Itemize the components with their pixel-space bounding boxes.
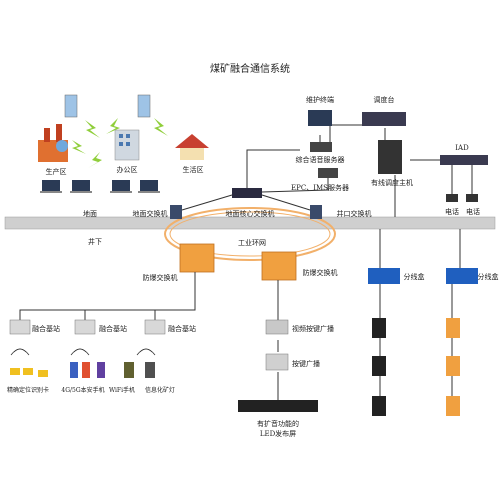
- base-station-label-1: 融合基站: [32, 324, 60, 333]
- shaft-switch-icon: [310, 205, 322, 219]
- video-broadcast-icon: [265, 319, 289, 335]
- explosion-switch-label-2: 防爆交换机: [303, 268, 338, 277]
- base-station-icon-3: [144, 319, 166, 335]
- wireless-links: [72, 118, 168, 168]
- explosion-switch-icon-1: [179, 243, 215, 273]
- ground-switch-icon: [170, 205, 182, 219]
- led-label-line1: 有扩音功能的: [257, 419, 299, 428]
- ground-switch-label: 地面交换机: [133, 209, 168, 218]
- core-links: [181, 124, 473, 217]
- device-label-lamp: 信息化矿灯: [145, 386, 175, 394]
- ground-band: [4, 216, 496, 230]
- epc-server-icon: [318, 168, 338, 178]
- underground-orange-phones: [446, 318, 460, 416]
- junction-box-label-1: 分线盒: [404, 272, 425, 281]
- base-station-links: [19, 229, 461, 400]
- phone-label-1: 电话: [445, 207, 459, 216]
- base-station-icon-1: [9, 319, 31, 335]
- iad-icon: [440, 155, 488, 165]
- voice-server-icon: [310, 142, 332, 152]
- dispatch-host-label: 有线调度主机: [371, 178, 413, 187]
- dispatch-host-icon: [378, 140, 402, 174]
- explosion-switch-icon-2: [261, 251, 297, 281]
- key-broadcast-icon: [265, 353, 289, 371]
- junction-box-label-2: 分线盒: [478, 272, 499, 281]
- ground-label: 地面: [83, 209, 97, 218]
- diagram-title: 煤矿融合通信系统: [210, 62, 290, 75]
- device-label-phone: 4G/5G本安手机: [61, 386, 104, 394]
- dispatch-desk-label: 调度台: [374, 95, 395, 104]
- zone-label-production: 生产区: [46, 167, 67, 176]
- locator-card-icon: [10, 368, 20, 375]
- device-label-wifi: WiFi手机: [109, 386, 135, 394]
- explosion-phone-icon: [372, 318, 386, 338]
- shaft-switch-label: 井口交换机: [337, 209, 372, 218]
- video-broadcast-label: 视频按键广播: [292, 324, 334, 333]
- underground-black-phones: [372, 318, 386, 416]
- antenna-tower-2: [137, 94, 151, 118]
- zone-label-office: 办公区: [117, 165, 138, 174]
- explosion-switch-label-1: 防爆交换机: [143, 273, 178, 282]
- base-station-label-2: 融合基站: [99, 324, 127, 333]
- house-icon: [175, 134, 209, 148]
- iad-label: IAD: [455, 144, 469, 152]
- phone-4g5g-icon: [70, 362, 78, 378]
- led-label-line2: LED发布屏: [260, 429, 296, 438]
- wifi-phone-icon: [97, 362, 105, 378]
- dispatch-desk-icon: [362, 112, 406, 126]
- phone-label-2: 电话: [466, 207, 480, 216]
- base-station-label-3: 融合基站: [168, 324, 196, 333]
- production-zone: 生产区: [38, 124, 68, 176]
- antenna-tower-1: [64, 94, 78, 118]
- maintenance-terminal-icon: [308, 110, 332, 126]
- laptops: [40, 180, 160, 193]
- signal-waves: [10, 348, 156, 356]
- office-zone: 办公区: [114, 129, 140, 174]
- phone-icon-2: [466, 194, 478, 202]
- epc-server-label: EPC、IMS服务器: [291, 183, 349, 192]
- device-label-card: 精确定位识别卡: [7, 386, 49, 394]
- miner-lamp-icon: [124, 362, 134, 378]
- zone-label-living: 生活区: [183, 165, 204, 174]
- key-broadcast-label: 按键广播: [292, 359, 320, 368]
- ring-label: 工业环网: [238, 238, 266, 247]
- living-zone: 生活区: [175, 134, 209, 174]
- junction-box-icon-1: [368, 268, 400, 284]
- voice-server-label: 综合语音服务器: [296, 155, 345, 164]
- base-station-icon-2: [74, 319, 96, 335]
- terminal-devices: [10, 362, 155, 378]
- industrial-ring: [164, 207, 336, 261]
- industrial-ring-inner: [169, 211, 331, 257]
- phone-icon-1: [446, 194, 458, 202]
- maintenance-label: 维护终端: [306, 95, 334, 104]
- led-screen-icon: [238, 400, 318, 412]
- core-switch-icon: [232, 188, 262, 198]
- junction-box-icon-2: [446, 268, 478, 284]
- core-switch-label: 地面核心交换机: [226, 209, 275, 218]
- underground-label: 井下: [88, 237, 102, 246]
